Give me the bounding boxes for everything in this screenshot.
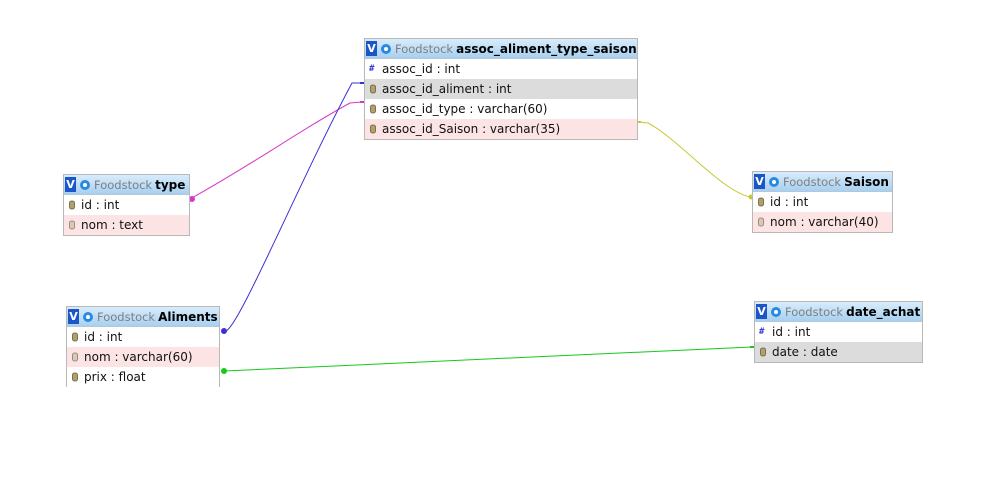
column-row[interactable]: # id : int bbox=[755, 322, 922, 342]
toggle-button[interactable]: V bbox=[756, 304, 767, 319]
column-icon bbox=[72, 332, 78, 342]
column-row[interactable]: prix : float bbox=[67, 367, 219, 387]
gear-icon[interactable] bbox=[770, 306, 782, 318]
column-label: id : int bbox=[770, 195, 809, 209]
column-icon bbox=[370, 124, 376, 134]
column-row[interactable]: date : date bbox=[755, 342, 922, 362]
column-label: nom : text bbox=[81, 218, 143, 232]
column-row[interactable]: id : int bbox=[64, 195, 189, 215]
table-date-achat[interactable]: V Foodstock date_achat # id : int date :… bbox=[754, 301, 923, 363]
database-name: Foodstock bbox=[94, 177, 153, 192]
column-icon bbox=[370, 104, 376, 114]
hash-icon: # bbox=[759, 327, 765, 337]
column-icon bbox=[69, 200, 75, 210]
column-label: date : date bbox=[772, 345, 838, 359]
column-icon bbox=[72, 372, 78, 382]
database-name: Foodstock bbox=[97, 309, 156, 324]
column-row[interactable]: assoc_id_aliment : int bbox=[365, 79, 637, 99]
column-icon bbox=[370, 84, 376, 94]
toggle-button[interactable]: V bbox=[65, 177, 76, 192]
table-type[interactable]: V Foodstock type id : int nom : text bbox=[63, 174, 190, 236]
column-label: nom : varchar(40) bbox=[770, 215, 879, 229]
relation-aliments-endpoint bbox=[221, 328, 227, 334]
table-name[interactable]: Saison bbox=[844, 174, 889, 189]
table-aliments[interactable]: V Foodstock Aliments id : int nom : varc… bbox=[66, 306, 220, 387]
table-assoc-aliment-type-saison[interactable]: V Foodstock assoc_aliment_type_saison # … bbox=[364, 38, 638, 140]
column-label: id : int bbox=[84, 330, 123, 344]
table-saison[interactable]: V Foodstock Saison id : int nom : varcha… bbox=[752, 171, 893, 233]
column-row[interactable]: nom : varchar(40) bbox=[753, 212, 892, 232]
relation-type-to-assoc[interactable] bbox=[189, 101, 363, 200]
gear-icon[interactable] bbox=[79, 179, 91, 191]
relation-aliments-to-assoc[interactable] bbox=[225, 82, 363, 332]
table-header[interactable]: V Foodstock Aliments bbox=[67, 307, 219, 327]
column-label: assoc_id_Saison : varchar(35) bbox=[382, 122, 561, 136]
relation-assoc-to-saison[interactable] bbox=[637, 121, 751, 198]
column-label: id : int bbox=[772, 325, 811, 339]
column-icon bbox=[758, 217, 764, 227]
column-label: id : int bbox=[81, 198, 120, 212]
table-header[interactable]: V Foodstock Saison bbox=[753, 172, 892, 192]
table-header[interactable]: V Foodstock date_achat bbox=[755, 302, 922, 322]
relation-date-endpoint bbox=[221, 368, 227, 374]
column-row[interactable]: nom : text bbox=[64, 215, 189, 235]
table-name[interactable]: Aliments bbox=[158, 309, 218, 324]
column-icon bbox=[69, 220, 75, 230]
column-row[interactable]: nom : varchar(60) bbox=[67, 347, 219, 367]
column-label: assoc_id : int bbox=[382, 62, 461, 76]
column-icon bbox=[758, 197, 764, 207]
column-label: assoc_id_type : varchar(60) bbox=[382, 102, 548, 116]
table-name[interactable]: assoc_aliment_type_saison bbox=[456, 41, 637, 56]
column-icon bbox=[72, 352, 78, 362]
toggle-button[interactable]: V bbox=[754, 174, 765, 189]
column-row[interactable]: assoc_id_type : varchar(60) bbox=[365, 99, 637, 119]
column-label: prix : float bbox=[84, 370, 146, 384]
gear-icon[interactable] bbox=[82, 311, 94, 323]
table-header[interactable]: V Foodstock type bbox=[64, 175, 189, 195]
column-row[interactable]: # assoc_id : int bbox=[365, 59, 637, 79]
gear-icon[interactable] bbox=[380, 43, 392, 55]
column-row[interactable]: id : int bbox=[67, 327, 219, 347]
relation-type-endpoint bbox=[189, 196, 195, 202]
column-label: assoc_id_aliment : int bbox=[382, 82, 512, 96]
toggle-button[interactable]: V bbox=[366, 41, 377, 56]
database-name: Foodstock bbox=[395, 41, 454, 56]
relation-aliments-to-date[interactable] bbox=[223, 346, 753, 372]
toggle-button[interactable]: V bbox=[68, 309, 79, 324]
hash-icon: # bbox=[369, 64, 375, 74]
column-label: nom : varchar(60) bbox=[84, 350, 193, 364]
column-row[interactable]: assoc_id_Saison : varchar(35) bbox=[365, 119, 637, 139]
database-name: Foodstock bbox=[785, 304, 844, 319]
table-name[interactable]: date_achat bbox=[846, 304, 921, 319]
column-row[interactable]: id : int bbox=[753, 192, 892, 212]
table-header[interactable]: V Foodstock assoc_aliment_type_saison bbox=[365, 39, 637, 59]
column-icon bbox=[760, 347, 766, 357]
database-name: Foodstock bbox=[783, 174, 842, 189]
table-name[interactable]: type bbox=[155, 177, 186, 192]
gear-icon[interactable] bbox=[768, 176, 780, 188]
